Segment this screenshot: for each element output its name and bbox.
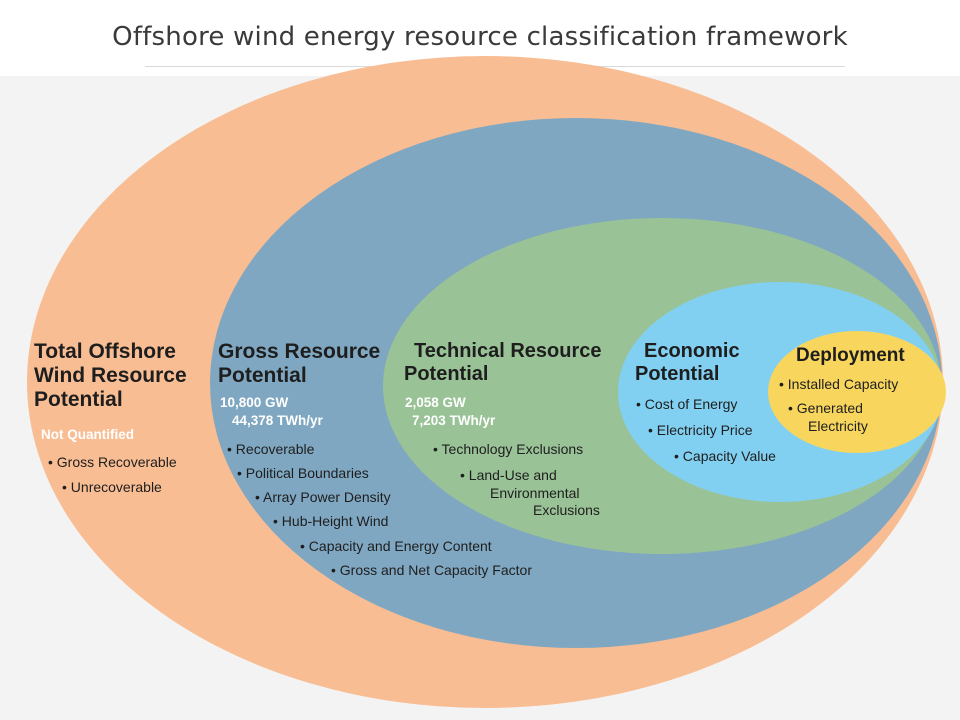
gross-energy-stat: 44,378 TWh/yr (232, 413, 323, 428)
deployment-heading: Deployment (796, 345, 905, 366)
gross-item: • Gross and Net Capacity Factor (331, 562, 532, 578)
technical-item-line: Environmental (490, 484, 580, 501)
deployment-item-generated: • Generated Electricity (788, 400, 868, 435)
gross-item: • Recoverable (227, 441, 315, 457)
technical-item-line: • Land-Use and (460, 467, 557, 483)
total-not-quantified: Not Quantified (41, 427, 134, 442)
deployment-item-line: • Generated (788, 400, 863, 416)
economic-heading-line: Potential (635, 362, 720, 385)
total-potential-heading: Total Offshore Wind Resource Potential (34, 340, 187, 412)
deployment-item-installed: • Installed Capacity (779, 376, 899, 392)
technical-energy-stat: 7,203 TWh/yr (412, 413, 496, 428)
technical-heading-line: Technical Resource (414, 340, 602, 362)
economic-heading-line: Economic (644, 340, 740, 362)
gross-potential-heading: Gross Resource Potential (218, 340, 380, 388)
total-item-unrecoverable: • Unrecoverable (62, 479, 162, 495)
technical-potential-heading: Technical Resource Potential (404, 340, 601, 386)
gross-heading-line: Gross Resource (218, 340, 381, 363)
gross-item: • Array Power Density (255, 489, 391, 505)
technical-capacity-stat: 2,058 GW (405, 395, 466, 410)
gross-item: • Political Boundaries (237, 465, 369, 481)
total-heading-line: Potential (34, 387, 123, 411)
economic-item-price: • Electricity Price (648, 422, 753, 438)
economic-item-cost: • Cost of Energy (636, 396, 738, 412)
technical-heading-line: Potential (404, 362, 489, 385)
gross-capacity-stat: 10,800 GW (220, 395, 289, 410)
deployment-ellipse (768, 331, 946, 453)
gross-heading-line: Potential (218, 363, 307, 387)
technical-item-line: Exclusions (533, 502, 600, 518)
economic-potential-heading: Economic Potential (635, 340, 740, 386)
total-heading-line: Total Offshore (34, 340, 176, 363)
total-heading-line: Wind Resource (34, 363, 187, 387)
technical-item: • Technology Exclusions (433, 441, 584, 457)
gross-item: • Hub-Height Wind (273, 513, 389, 529)
deployment-item-line: Electricity (808, 417, 868, 434)
gross-item: • Capacity and Energy Content (300, 538, 492, 554)
technical-item-land-use: • Land-Use and Environmental Exclusions (460, 467, 610, 520)
diagram-title: Offshore wind energy resource classifica… (112, 22, 848, 52)
economic-item-capacity-value: • Capacity Value (674, 448, 776, 464)
total-item-gross-recoverable: • Gross Recoverable (48, 454, 177, 470)
